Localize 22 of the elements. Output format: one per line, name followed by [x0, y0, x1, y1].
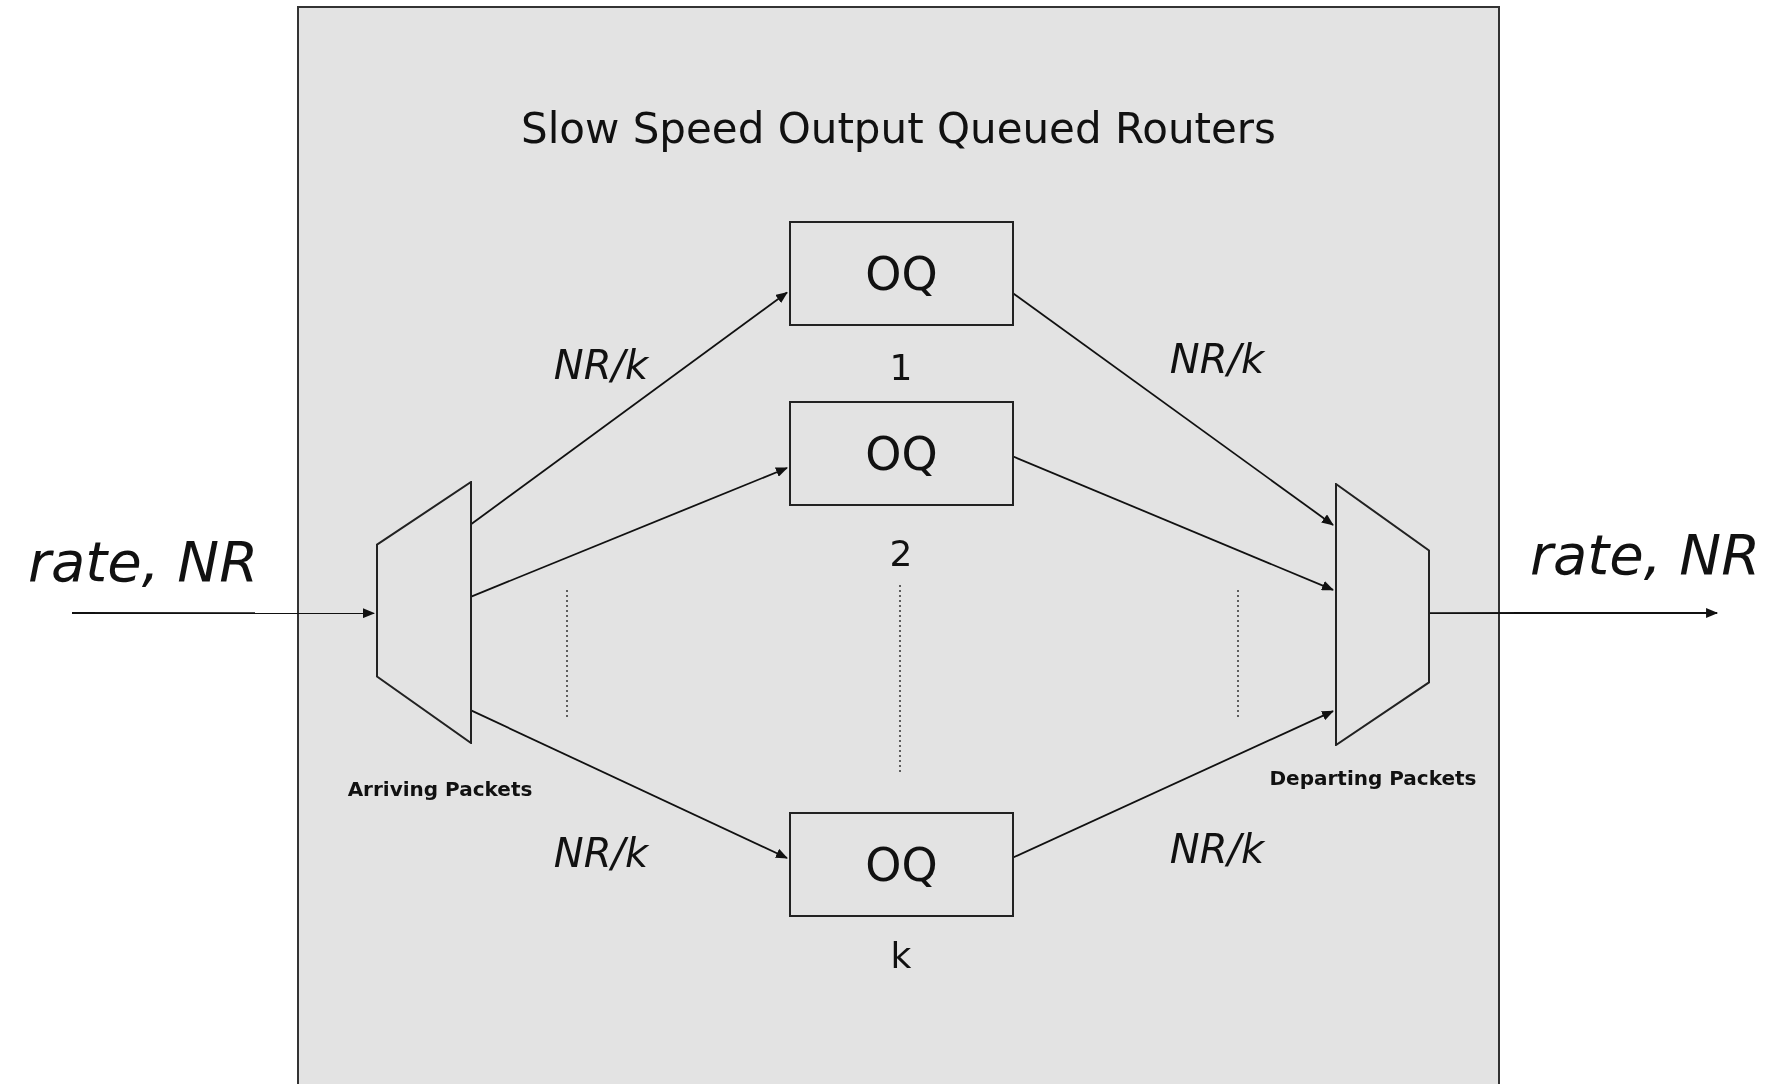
multiplexer-trapezoid	[376, 481, 472, 744]
node-label: 2	[889, 532, 913, 574]
arrow	[469, 467, 788, 598]
arrow	[1011, 455, 1334, 591]
node-label: 1	[889, 346, 913, 388]
rate-label: rate, NR	[8, 528, 278, 613]
arrow	[1427, 608, 1719, 618]
arrow	[469, 291, 788, 526]
arrow	[71, 608, 375, 619]
queue-box: OQ	[789, 221, 1014, 326]
rate-label: rate, NR	[1510, 521, 1780, 613]
node-label: Slow Speed Output Queued Routers	[519, 104, 1277, 153]
node-label: Arriving Packets	[347, 777, 533, 801]
node-label: k	[890, 934, 912, 976]
arrow	[469, 709, 788, 859]
node-label: Departing Packets	[1269, 766, 1477, 790]
router-panel	[297, 6, 1500, 1084]
multiplexer-trapezoid	[1335, 483, 1430, 746]
arrow	[1011, 291, 1334, 526]
queue-box: OQ	[789, 401, 1014, 506]
arrow	[1011, 710, 1334, 859]
queue-box: OQ	[789, 812, 1014, 917]
